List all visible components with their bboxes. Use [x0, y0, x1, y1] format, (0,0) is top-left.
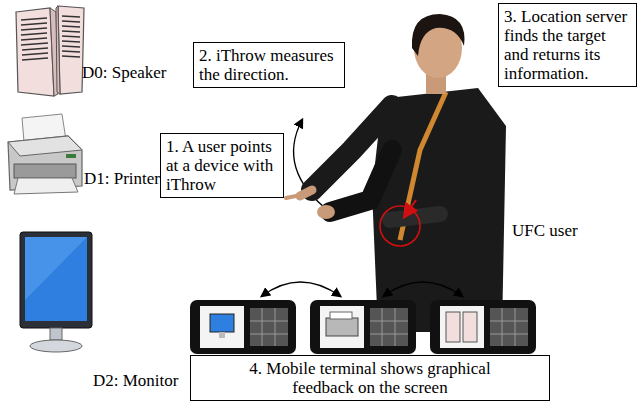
- user-label: UFC user: [512, 222, 578, 241]
- device-label: D2: Monitor: [93, 372, 178, 391]
- box-text: 1. A user points at a device with iThrow: [166, 137, 278, 194]
- device-label: D1: Printer: [84, 170, 160, 189]
- text-box: 2. iThrow measures the direction.: [193, 42, 345, 88]
- box-text: 3. Location server finds the target and …: [504, 7, 631, 83]
- text-box: 1. A user points at a device with iThrow: [160, 133, 284, 198]
- text-box: 4. Mobile terminal shows graphical feedb…: [190, 355, 550, 401]
- box-text: 4. Mobile terminal shows graphical feedb…: [231, 359, 509, 397]
- device-label: D0: Speaker: [82, 64, 167, 83]
- mobile-screens: [190, 282, 536, 354]
- text-box: 3. Location server finds the target and …: [498, 3, 637, 87]
- speaker-icon: [16, 6, 84, 96]
- printer-icon: [8, 114, 82, 194]
- box-text: 2. iThrow measures the direction.: [199, 46, 339, 84]
- monitor-icon: [20, 232, 92, 352]
